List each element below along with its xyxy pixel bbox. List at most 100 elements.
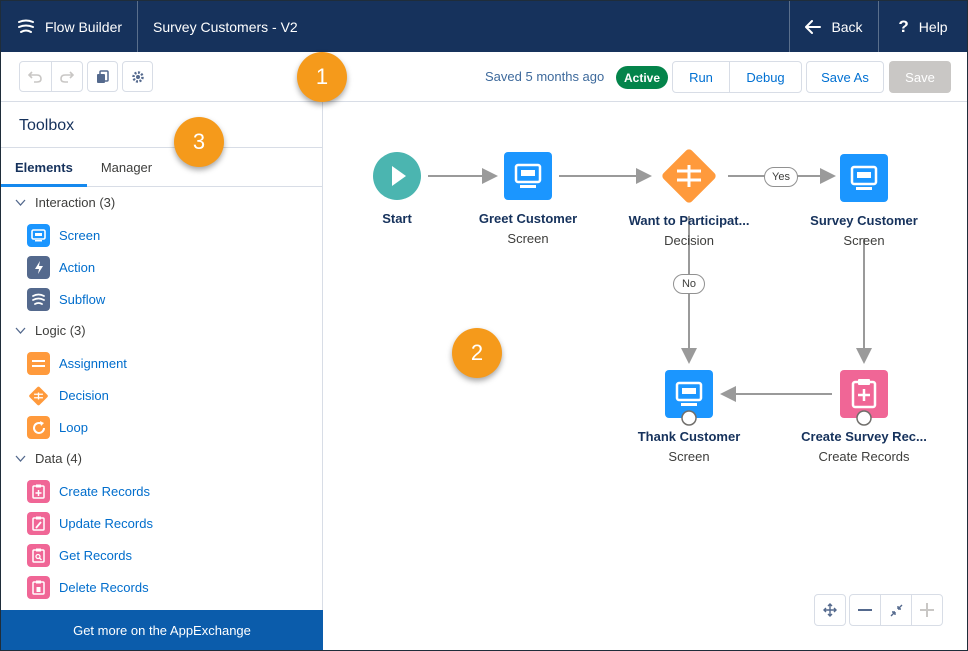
flow-title: Survey Customers - V2	[138, 1, 789, 52]
create-records-icon	[27, 480, 50, 503]
item-label: Decision	[59, 388, 109, 403]
node-type-thank: Screen	[668, 449, 710, 464]
create-records-icon	[840, 370, 888, 426]
group-label: Interaction (3)	[35, 195, 116, 210]
node-type-decision: Decision	[664, 233, 714, 248]
start-node[interactable]	[373, 152, 421, 205]
fit-view-button[interactable]	[880, 595, 911, 625]
node-label-create: Create Survey Rec...	[801, 429, 927, 444]
back-label: Back	[831, 18, 863, 35]
greet-customer-node[interactable]	[504, 152, 552, 205]
toolbox-item-subflow[interactable]: Subflow	[27, 288, 105, 311]
arrow-left-icon	[805, 19, 822, 34]
screen-icon	[27, 224, 50, 247]
zoom-in-button[interactable]	[911, 595, 942, 625]
redo-icon	[59, 70, 74, 83]
appexchange-link[interactable]: Get more on the AppExchange	[1, 610, 323, 650]
connector-label-no[interactable]: No	[673, 274, 705, 294]
subflow-icon	[27, 288, 50, 311]
group-data[interactable]: Data (4)	[15, 451, 82, 466]
run-button[interactable]: Run	[673, 62, 730, 92]
flow-title-text: Survey Customers - V2	[153, 18, 298, 35]
item-label: Action	[59, 260, 96, 275]
app-header: Flow Builder Survey Customers - V2 Back …	[1, 1, 967, 52]
decision-icon	[27, 384, 50, 407]
save-button[interactable]: Save	[889, 61, 951, 93]
debug-button[interactable]: Debug	[746, 69, 785, 85]
node-label-thank: Thank Customer	[637, 429, 741, 444]
toolbox-item-create-records[interactable]: Create Records	[27, 480, 150, 503]
survey-customer-node[interactable]	[840, 154, 888, 207]
item-label: Create Records	[59, 484, 151, 499]
thank-customer-node[interactable]	[665, 370, 713, 433]
toolbox-item-loop[interactable]: Loop	[27, 416, 88, 439]
decision-node[interactable]	[656, 143, 722, 214]
chevron-down-icon	[15, 199, 26, 206]
toolbox-item-update-records[interactable]: Update Records	[27, 512, 153, 535]
callout-badge-3: 3	[174, 117, 224, 167]
toolbox-item-action[interactable]: Action	[27, 256, 95, 279]
toolbox-item-screen[interactable]: Screen	[27, 224, 100, 247]
toolbox-item-delete-records[interactable]: Delete Records	[27, 576, 149, 599]
contract-icon	[890, 604, 902, 616]
toolbox-item-get-records[interactable]: Get Records	[27, 544, 132, 567]
gear-icon	[131, 70, 144, 83]
save-as-button[interactable]: Save As	[806, 61, 884, 93]
group-logic[interactable]: Logic (3)	[15, 323, 86, 338]
properties-button[interactable]	[122, 61, 153, 92]
group-label: Data (4)	[35, 451, 82, 466]
screen-icon	[840, 154, 888, 202]
help-button[interactable]: ? Help	[879, 1, 967, 52]
loop-icon	[27, 416, 50, 439]
item-label: Assignment	[59, 356, 127, 371]
toolbox-item-decision[interactable]: Decision	[27, 384, 109, 407]
toolbox-tabs: Elements Manager	[1, 147, 323, 187]
group-interaction[interactable]: Interaction (3)	[15, 195, 115, 210]
item-label: Get Records	[59, 548, 132, 563]
lightning-icon	[27, 256, 50, 279]
copy-button[interactable]	[87, 61, 118, 92]
play-icon	[373, 152, 421, 200]
toolbox-item-assignment[interactable]: Assignment	[27, 352, 127, 375]
saved-status: Saved 5 months ago	[485, 69, 605, 84]
item-label: Loop	[59, 420, 88, 435]
toolbox-title: Toolbox	[19, 117, 75, 134]
node-label-greet: Greet Customer	[478, 211, 578, 226]
pan-button[interactable]	[814, 594, 846, 626]
plus-icon	[920, 603, 934, 617]
screen-icon	[665, 370, 713, 426]
group-label: Logic (3)	[35, 323, 86, 338]
tab-elements[interactable]: Elements	[1, 148, 87, 187]
item-label: Subflow	[59, 292, 106, 307]
callout-badge-1: 1	[297, 52, 347, 102]
assignment-icon	[27, 352, 50, 375]
node-label-decision: Want to Participat...	[628, 213, 750, 228]
undo-redo-group	[19, 61, 83, 92]
undo-button[interactable]	[20, 62, 51, 91]
node-type-greet: Screen	[507, 231, 549, 246]
question-icon: ?	[898, 16, 909, 36]
app-brand: Flow Builder	[1, 1, 138, 52]
flow-builder-logo-icon	[17, 18, 35, 36]
create-survey-records-node[interactable]	[840, 370, 888, 433]
node-label-start: Start	[382, 211, 412, 226]
connector-label-yes[interactable]: Yes	[764, 167, 798, 187]
undo-icon	[28, 70, 43, 83]
redo-button[interactable]	[50, 62, 83, 91]
move-icon	[823, 603, 837, 617]
callout-badge-2: 2	[452, 328, 502, 378]
zoom-controls	[849, 594, 943, 626]
item-label: Delete Records	[59, 580, 149, 595]
back-button[interactable]: Back	[789, 1, 879, 52]
status-badge: Active	[616, 66, 668, 89]
toolbar: Saved 5 months ago Active Run Debug Save…	[1, 52, 967, 102]
update-records-icon	[27, 512, 50, 535]
flow-canvas[interactable]: Start Greet Customer Screen Want to Part…	[324, 102, 967, 650]
minus-icon	[858, 609, 872, 611]
zoom-out-button[interactable]	[850, 595, 880, 625]
item-label: Update Records	[59, 516, 153, 531]
tab-manager[interactable]: Manager	[100, 159, 153, 175]
get-records-icon	[27, 544, 50, 567]
screen-icon	[504, 152, 552, 200]
